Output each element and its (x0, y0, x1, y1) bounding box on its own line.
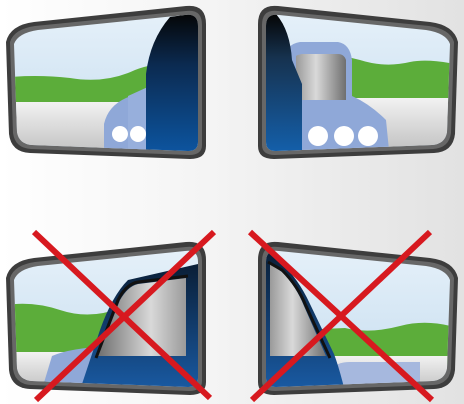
mirror-right-incorrect (255, 236, 464, 396)
car-light (308, 126, 328, 146)
car-light (112, 126, 128, 142)
car-light (358, 126, 378, 146)
car-rear-window (296, 54, 346, 100)
car-light (334, 126, 354, 146)
mirror-left-correct (0, 0, 210, 162)
mirror-right-correct (255, 0, 464, 160)
car-light (130, 126, 146, 142)
